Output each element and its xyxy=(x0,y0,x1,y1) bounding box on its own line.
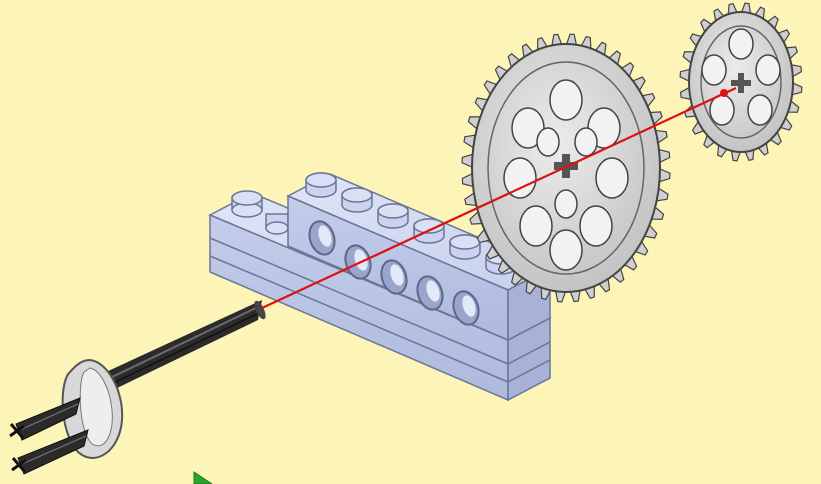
assembly-diagram xyxy=(0,0,821,484)
diagram-canvas xyxy=(0,0,821,484)
